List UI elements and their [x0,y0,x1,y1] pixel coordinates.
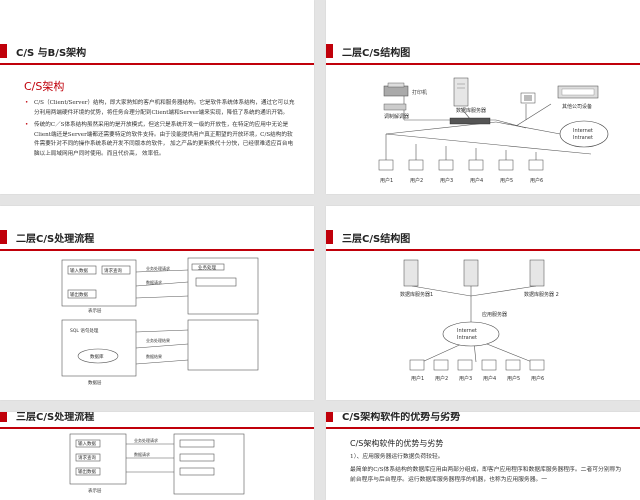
slide-header: C/S架构软件的优势与劣势 [326,412,640,429]
slide-title: 二层C/S结构图 [342,48,411,59]
header-accent [0,230,7,244]
header-rule [326,249,640,251]
sql-exec-label: SQL 语句处理 [70,327,99,334]
three-tier-flow-diagram: 输入数据 请求查询 输出数据 表示层 业务处理请求 数据请求 [69,433,245,495]
slide-header: 三层C/S处理流程 [0,412,314,429]
step-label: 数据请求 [134,451,150,457]
internet-label: Internet [457,328,477,334]
slide-two-tier-flow[interactable]: 二层C/S处理流程 输入数据 请求查询 输出数据 表示层 SQL 语句处理 数据… [0,206,314,400]
header-accent [0,44,7,58]
point-item: 最简单的C/S体系结构的数据库应用由两部分组成，即客户应用程序和数据库服务器程序… [350,467,622,483]
slide-title: 三层C/S结构图 [342,234,411,245]
step-label: 数据请求 [146,279,162,285]
step-label: 业务处理请求 [146,265,170,271]
step-label: 业务处理请求 [134,437,158,443]
app-server-icon [463,259,479,287]
app-server-label: 应用服务器 [482,311,507,318]
header-accent [326,44,333,58]
slide-header: 二层C/S结构图 [326,38,640,65]
bullet-item: 传统的C／S体系结构虽然采用的是开放模式，但这只是系统开发一级的开放性，在特定的… [24,121,298,159]
user-label: 用户5 [507,375,520,382]
user-label: 用户2 [435,375,448,382]
switch-icon [449,117,491,125]
intranet-label: Intranet [457,335,477,341]
step-label: 业务处理结果 [146,337,170,343]
client-layer-label: 表示层 [88,307,102,314]
user-label: 用户3 [459,375,472,382]
bullet-item: C/S（Client/Server）结构，即大家熟知的客户机和服务器结构。它是软… [24,99,298,118]
db-server-label: 数据库服务器1 [400,291,433,298]
db-server-icon [403,259,419,287]
intranet-label: Intranet [573,135,593,141]
db-server2-icon [529,259,545,287]
db-server-icon [453,77,469,107]
modem-icon [383,103,407,111]
printer-icon [383,82,409,97]
slide-title: 二层C/S处理流程 [16,234,95,245]
output-data-label: 输出数据 [78,468,96,475]
user-pcs [378,159,544,171]
header-accent [326,412,333,422]
header-accent [0,412,7,422]
header-rule [0,427,314,429]
request-label: 请求查询 [104,267,122,274]
point-item: 1）、应用服务器运行数据负荷较轻。 [350,454,444,460]
slide-title: C/S 与B/S架构 [16,48,87,59]
header-rule [0,249,314,251]
header-rule [0,63,314,65]
user-label: 用户6 [531,375,544,382]
output-data-label: 输出数据 [70,291,88,298]
internet-cloud-icon [559,120,609,148]
two-tier-flow-diagram: 输入数据 请求查询 输出数据 表示层 SQL 语句处理 数据库 数据层 业务处理… [61,257,259,386]
step-label: 数据结果 [146,353,162,359]
slide-header: C/S 与B/S架构 [0,38,314,65]
client-layer-label: 表示层 [88,487,102,494]
three-tier-network-diagram: 数据库服务器1 应用服务器 数据库服务器 2 Internet Intranet… [400,259,559,382]
header-accent [326,230,333,244]
user-label: 用户1 [411,375,424,382]
section-heading: C/S架构软件的优势与劣势 [350,439,444,448]
slide-header: 二层C/S处理流程 [0,224,314,251]
other-device-icon [557,85,599,99]
slide-cs-pros-cons[interactable]: C/S架构软件的优势与劣势 C/S架构软件的优势与劣势 1）、应用服务器运行数据… [326,412,640,500]
section-heading: C/S架构 [24,80,65,93]
user-label: 用户4 [483,375,496,382]
modem-label: 调制解调器 [384,113,409,120]
pc-icon [520,92,536,104]
slide-three-tier-diagram[interactable]: 三层C/S结构图 数据库服务器1 应用服务器 数据库服务器 2 Internet… [326,206,640,400]
internet-cloud-icon [442,321,500,347]
printer-label: 打印机 [412,89,427,96]
user-label: 用户3 [440,177,453,184]
request-label: 请求查询 [78,454,96,461]
user-label: 用户1 [380,177,393,184]
biz-label: 业务处理 [198,264,216,271]
header-rule [326,427,640,429]
input-data-label: 输入数据 [70,267,88,274]
user-label: 用户4 [470,177,483,184]
user-pcs [409,359,545,371]
header-rule [326,63,640,65]
db-label: 数据库 [90,353,104,360]
db-server2-label: 数据库服务器 2 [524,291,559,298]
internet-label: Internet [573,128,593,134]
db-server-label: 数据库服务器 [456,107,486,114]
pros-cons-text: 1）、应用服务器运行数据负荷较轻。 最简单的C/S体系结构的数据库应用由两部分组… [350,452,624,485]
two-tier-network-diagram: 打印机 调制解调器 数据库服务器 其他公司设备 Internet Intrane… [378,77,609,184]
data-layer-label: 数据层 [88,379,102,386]
other-device-label: 其他公司设备 [562,103,592,110]
slide-title: 三层C/S处理流程 [16,412,95,423]
user-label: 用户2 [410,177,423,184]
slide-cs-bs-architecture[interactable]: C/S 与B/S架构 C/S架构 C/S（Client/Server）结构，即大… [0,0,314,194]
slide-two-tier-diagram[interactable]: 二层C/S结构图 打印机 调制解调器 [326,0,640,194]
user-label: 用户6 [530,177,543,184]
bullet-list: C/S（Client/Server）结构，即大家熟知的客户机和服务器结构。它是软… [24,99,298,162]
slide-three-tier-flow[interactable]: 三层C/S处理流程 输入数据 请求查询 输出数据 表示层 业务处理请求 数据请求 [0,412,314,500]
slide-header: 三层C/S结构图 [326,224,640,251]
input-data-label: 输入数据 [78,440,96,447]
slide-title: C/S架构软件的优势与劣势 [342,412,461,423]
user-label: 用户5 [500,177,513,184]
